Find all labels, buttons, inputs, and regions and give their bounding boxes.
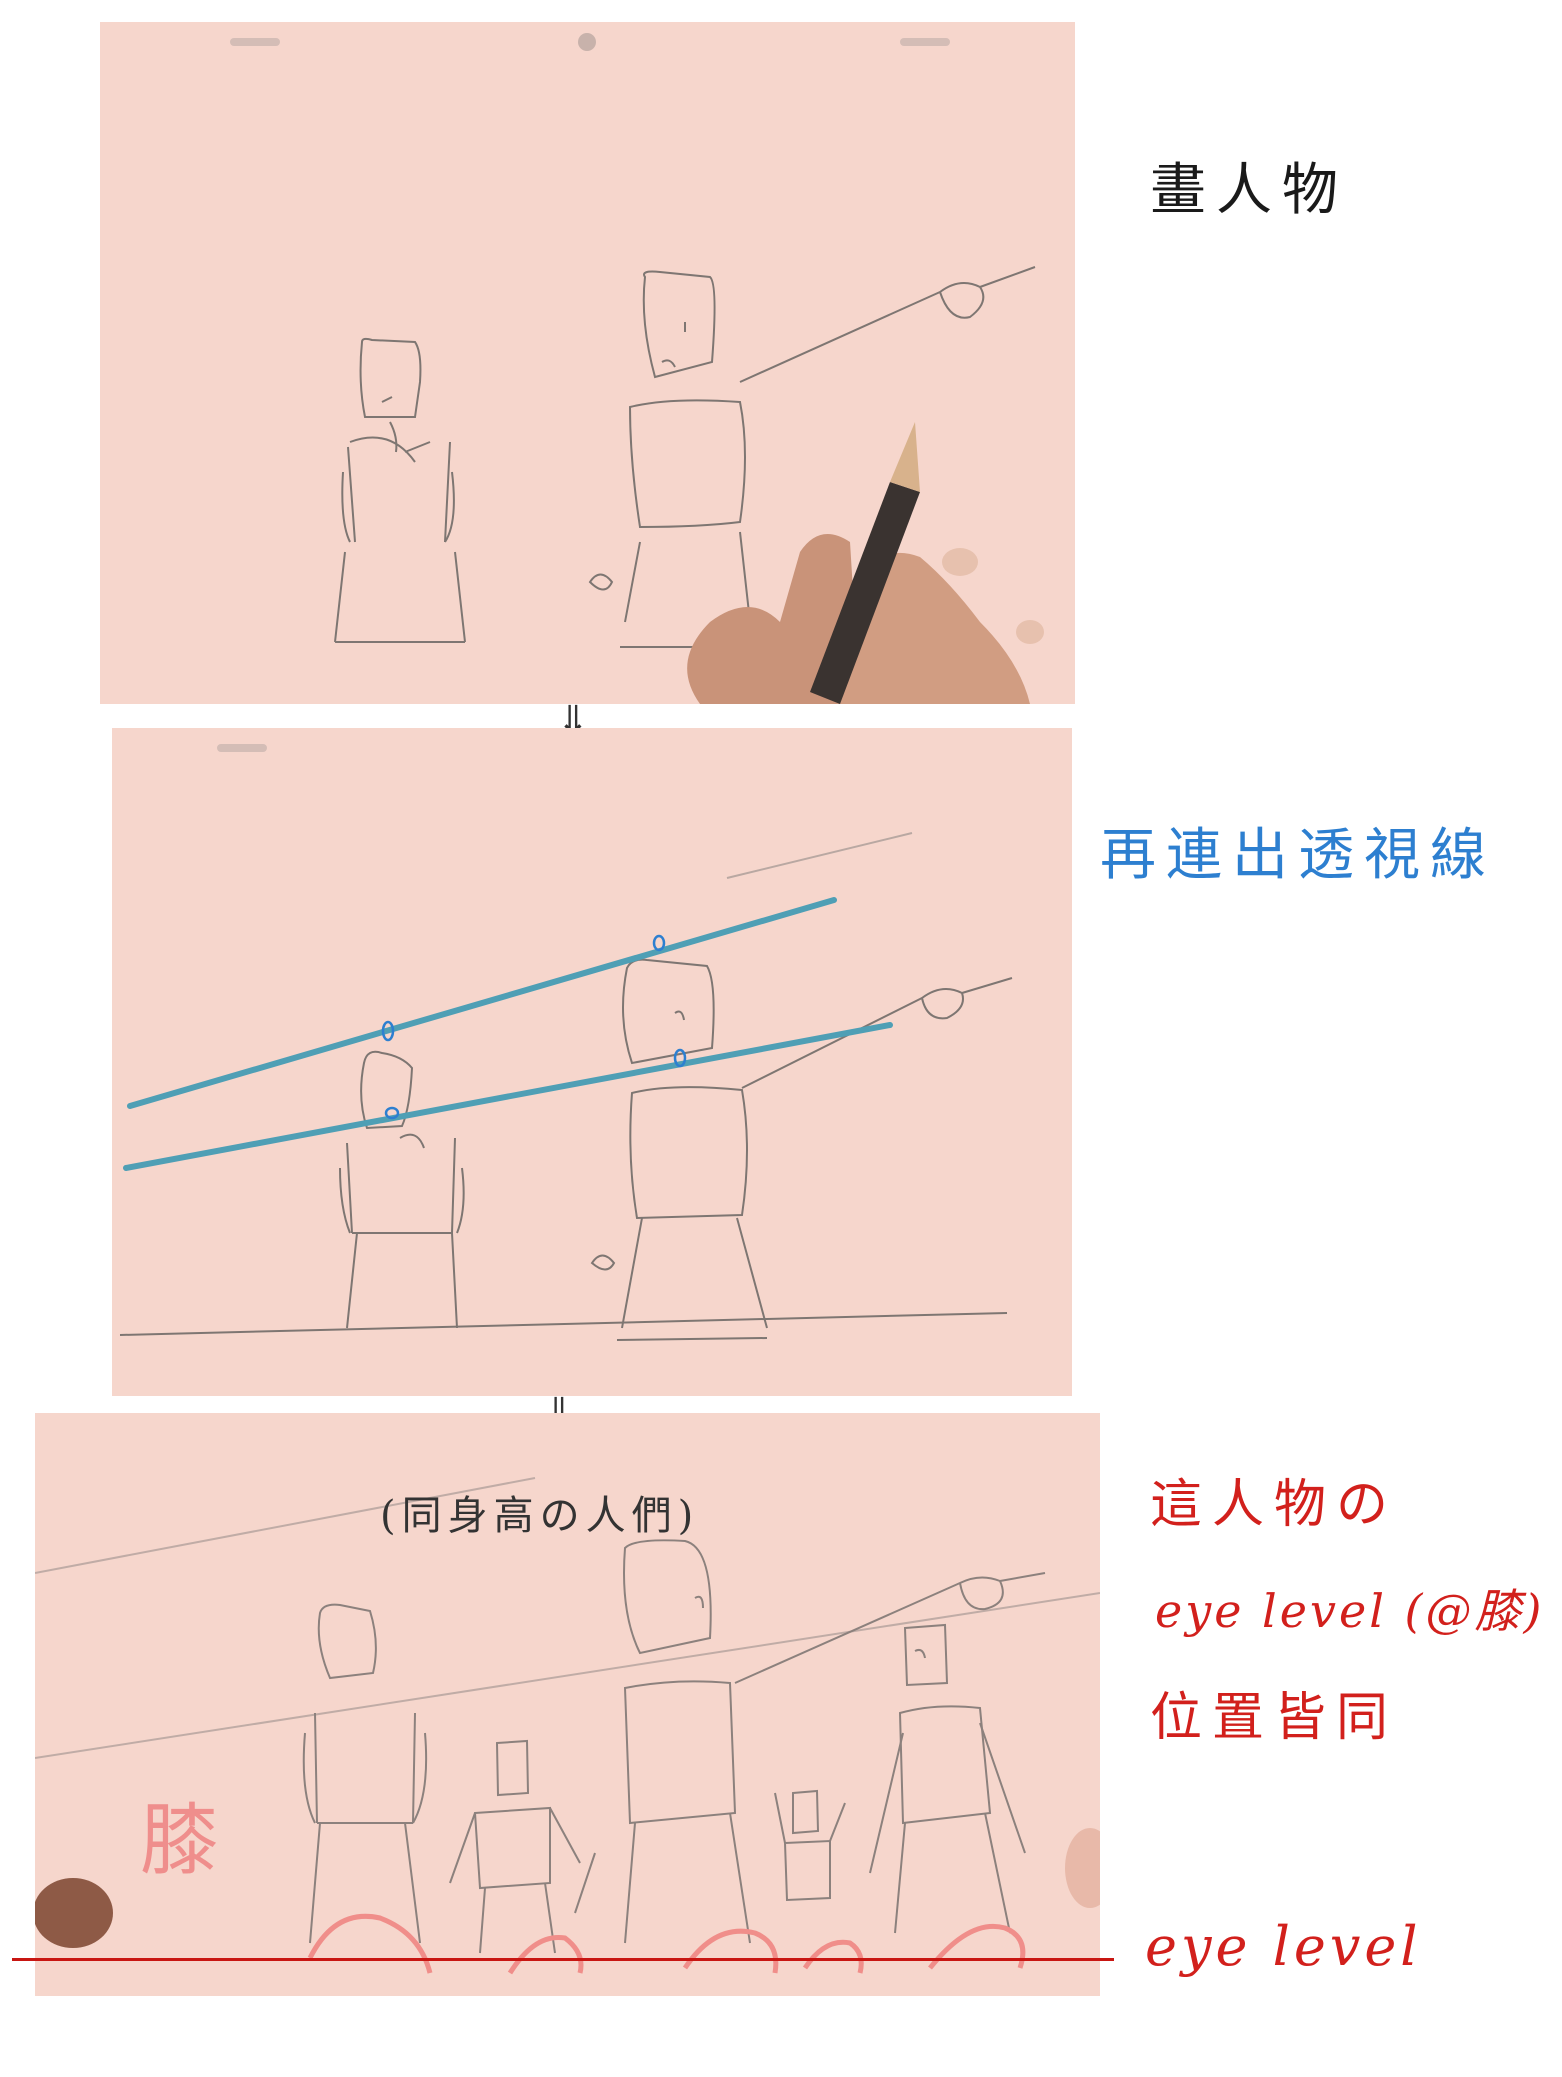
step1-caption: 畫人物: [1150, 158, 1348, 223]
step3-caption-line2: eye level (@膝): [1155, 1584, 1545, 1638]
hands-on-paper: [1065, 1828, 1100, 1908]
step2-sketch: [119, 744, 1013, 1341]
step1-sketch: [230, 33, 1044, 704]
step2-photo: [112, 728, 1072, 1396]
step2-caption: 再連出透視線: [1100, 823, 1496, 888]
hand-with-pencil: [687, 422, 1044, 704]
knee-mark: 膝: [140, 1796, 219, 1886]
step3-photo: (同身高の人們) 膝: [35, 1413, 1100, 1996]
step3-caption-line3: 位置皆同: [1150, 1688, 1399, 1748]
step3-caption-line1: 這人物の: [1150, 1475, 1399, 1535]
perspective-lines: [123, 897, 893, 1171]
intersection-marks: [381, 934, 687, 1120]
step3-sketch: [35, 1477, 1100, 1975]
knee-marks: [307, 1913, 1026, 1975]
eye-level-label: eye level: [1145, 1915, 1422, 1978]
step1-photo: [100, 22, 1075, 704]
eye-level-line: [12, 1958, 1114, 1961]
thumb: [35, 1878, 113, 1948]
paper-label: (同身高の人們): [380, 1493, 700, 1539]
